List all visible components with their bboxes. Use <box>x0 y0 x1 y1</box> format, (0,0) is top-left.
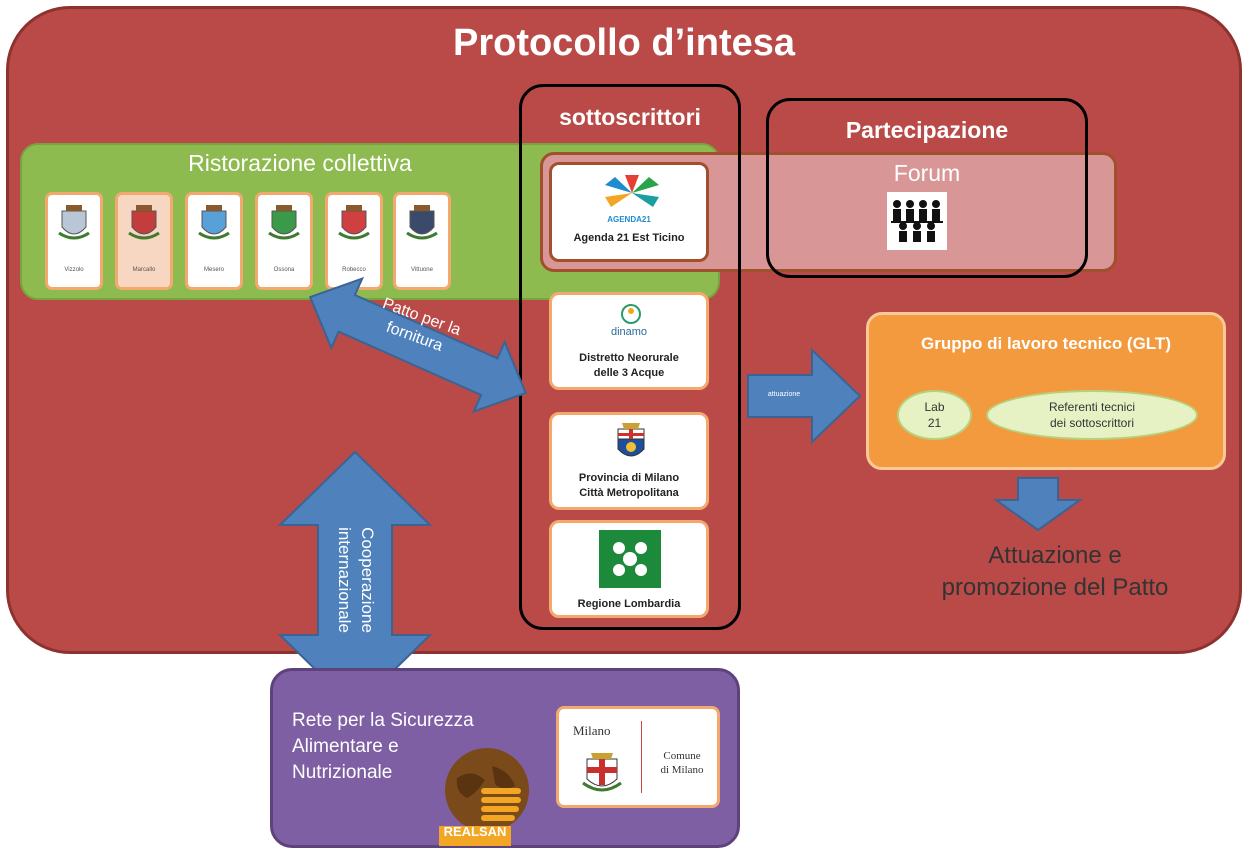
lab21-ellipse: Lab 21 <box>897 390 972 440</box>
rete-line2: Alimentare e <box>292 736 399 757</box>
attuazione-line1: Attuazione e <box>988 542 1122 569</box>
crest-icon <box>268 205 300 240</box>
lab-line1: Lab <box>924 400 945 414</box>
regione-label: Regione Lombardia <box>577 598 681 610</box>
distretto-line2: delle 3 Acque <box>593 367 665 379</box>
municipality-card: Robecco <box>325 192 383 290</box>
cooperazione-line2: internazionale <box>335 527 354 633</box>
realsan-logo-icon <box>439 748 529 846</box>
municipality-label: Vizzolo <box>64 267 84 273</box>
comune-milano-card: Milano Comune di Milano <box>556 706 720 808</box>
partecipazione-box <box>766 98 1088 278</box>
municipality-card: Ossona <box>255 192 313 290</box>
referenti-line2: dei sottoscrittori <box>1049 416 1134 430</box>
dinamo-logo-icon <box>621 304 641 324</box>
attuazione-text: Attuazione e promozione del Patto <box>890 540 1220 604</box>
referenti-ellipse: Referenti tecnici dei sottoscrittori <box>986 390 1198 440</box>
crest-icon <box>58 205 90 240</box>
cooperazione-line1: Cooperazione <box>358 527 377 633</box>
agenda21-logo-text: AGENDA21 <box>607 215 651 224</box>
municipality-label: Mesero <box>203 267 224 273</box>
comune-line1: Comune <box>663 750 701 762</box>
municipality-label: Marcallo <box>132 267 156 273</box>
crest-icon <box>406 205 438 240</box>
referenti-line1: Referenti tecnici <box>1048 400 1136 414</box>
distretto-line1: Distretto Neorurale <box>579 352 679 364</box>
comune-text: Comune di Milano <box>647 749 717 777</box>
milano-crest-icon <box>582 753 622 792</box>
agenda21-logo-icon <box>605 175 659 207</box>
provincia-crest-icon <box>617 423 645 457</box>
municipality-card: Marcallo <box>115 192 173 290</box>
dinamo-logo-text: dinamo <box>610 326 648 338</box>
glt-title: Gruppo di lavoro tecnico (GLT) <box>921 334 1171 353</box>
provincia-card: Provincia di Milano Città Metropolitana <box>549 412 709 510</box>
provincia-line2: Città Metropolitana <box>579 487 679 499</box>
municipality-card: Vizzolo <box>45 192 103 290</box>
milano-city: Milano <box>573 723 611 738</box>
rete-line3: Nutrizionale <box>292 762 393 783</box>
crest-icon <box>198 205 230 240</box>
agenda21-label: Agenda 21 Est Ticino <box>573 232 685 244</box>
milano-divider <box>641 721 642 793</box>
comune-line2: di Milano <box>660 764 704 776</box>
municipality-label: Vittuone <box>411 267 433 273</box>
ristorazione-title: Ristorazione collettiva <box>188 150 412 176</box>
attuazione-line2: promozione del Patto <box>941 574 1169 601</box>
crest-icon <box>128 205 160 240</box>
distretto-card: dinamo Distretto Neorurale delle 3 Acque <box>549 292 709 390</box>
forum-label: Forum <box>893 160 961 186</box>
provincia-line1: Provincia di Milano <box>578 472 680 484</box>
municipality-label: Ossona <box>273 267 295 273</box>
crest-icon <box>338 205 370 240</box>
attuazione-arrow-label: attuazione <box>767 391 801 398</box>
municipality-card: Mesero <box>185 192 243 290</box>
people-network-icon <box>887 192 947 250</box>
page-title: Protocollo d’intesa <box>452 22 796 64</box>
partecipazione-title: Partecipazione <box>845 117 1009 143</box>
rete-line1: Rete per la Sicurezza <box>292 710 474 731</box>
agenda21-card: AGENDA21 Agenda 21 Est Ticino <box>549 162 709 262</box>
realsan-label: REALSAN <box>443 824 507 839</box>
regione-lombardia-logo-icon <box>599 530 661 588</box>
regione-card: Regione Lombardia <box>549 520 709 618</box>
lab-line2: 21 <box>927 416 942 430</box>
sottoscrittori-title: sottoscrittori <box>559 104 701 130</box>
municipality-card: Vittuone <box>393 192 451 290</box>
rete-text: Rete per la Sicurezza Alimentare e Nutri… <box>292 708 552 786</box>
municipality-label: Robecco <box>342 267 366 273</box>
